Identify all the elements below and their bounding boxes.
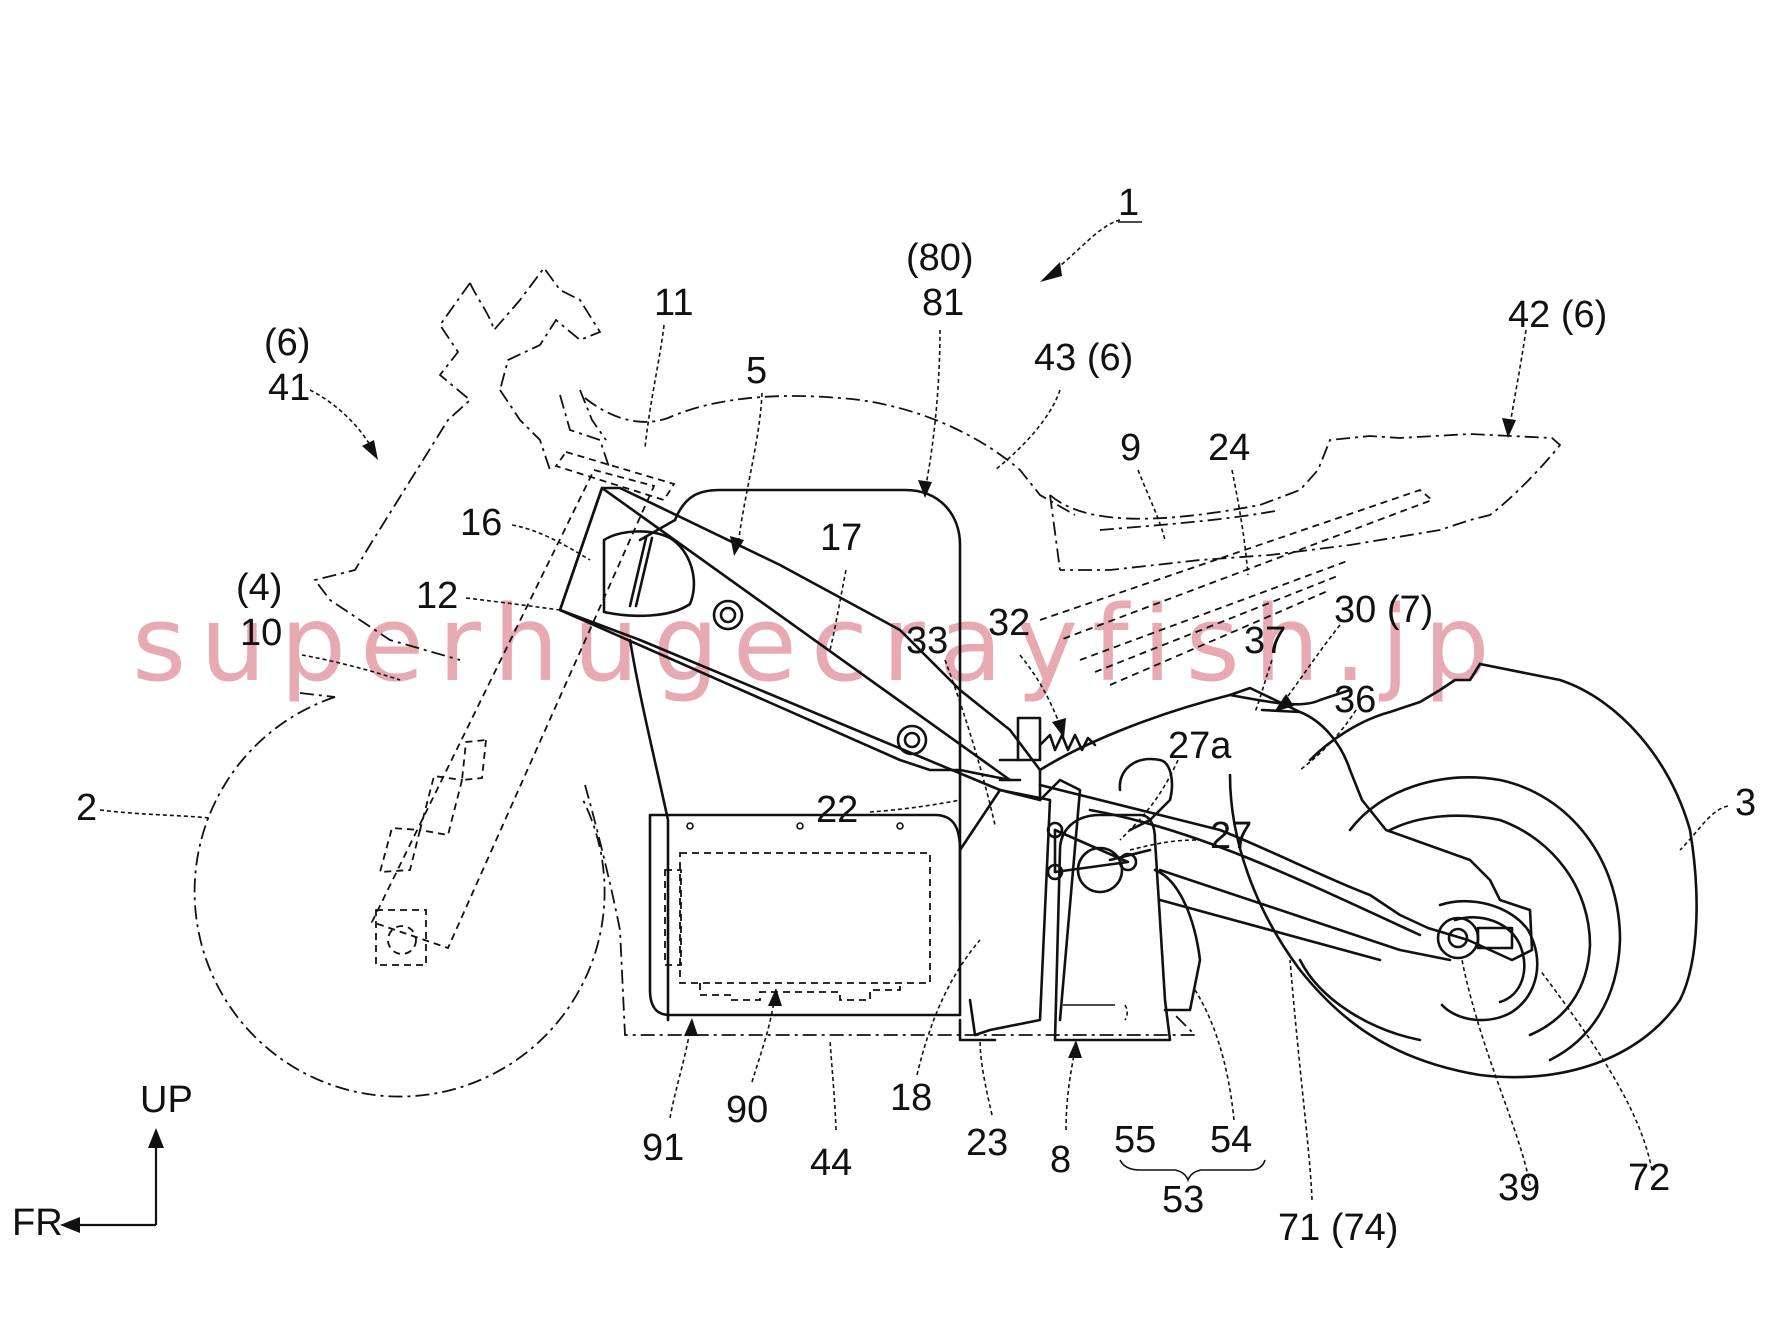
label-54: 54 bbox=[1210, 1119, 1252, 1161]
label-12: 12 bbox=[416, 575, 458, 617]
battery-case bbox=[638, 488, 962, 922]
label-55: 55 bbox=[1114, 1119, 1156, 1161]
label-9: 9 bbox=[1120, 427, 1141, 469]
label-27: 27 bbox=[1210, 815, 1252, 857]
label-80: (80) bbox=[906, 237, 974, 279]
front-fork bbox=[370, 450, 676, 966]
label-27a: 27a bbox=[1168, 725, 1232, 767]
rear-cushion bbox=[998, 716, 1097, 782]
label-36: 36 bbox=[1334, 679, 1376, 721]
leader-lines bbox=[99, 219, 1729, 1201]
front-label: FR bbox=[12, 1202, 63, 1244]
label-81: 81 bbox=[922, 282, 964, 324]
front-cowl bbox=[313, 266, 602, 661]
label-8: 8 bbox=[1050, 1139, 1071, 1181]
label-71: 71 (74) bbox=[1278, 1207, 1398, 1249]
pivot-plate bbox=[958, 778, 1082, 1042]
label-4: (4) bbox=[236, 567, 282, 609]
drive-chain bbox=[1158, 868, 1452, 962]
label-16: 16 bbox=[460, 502, 502, 544]
motor-unit bbox=[1053, 813, 1202, 1042]
up-arrow-icon bbox=[148, 1128, 164, 1148]
label-91: 91 bbox=[642, 1127, 684, 1169]
watermark-text: superhugecrayfish.jp bbox=[132, 583, 1504, 705]
rear-seat-cowl bbox=[1039, 433, 1562, 686]
label-33: 33 bbox=[906, 620, 948, 662]
reference-labels: 1 (80) 81 11 5 (6) 41 43 (6) 42 (6) 9 24… bbox=[76, 182, 1756, 1249]
label-42: 42 (6) bbox=[1508, 294, 1607, 336]
label-17: 17 bbox=[820, 517, 862, 559]
front-wheel bbox=[193, 692, 606, 1098]
label-11: 11 bbox=[654, 282, 693, 324]
label-53: 53 bbox=[1162, 1179, 1204, 1221]
label-30: 30 (7) bbox=[1334, 589, 1433, 631]
label-43: 43 (6) bbox=[1034, 337, 1133, 379]
main-frame bbox=[558, 486, 1042, 1022]
direction-indicator: UP FR bbox=[12, 1079, 193, 1244]
label-32: 32 bbox=[988, 602, 1030, 644]
link-mechanism bbox=[1046, 757, 1174, 881]
label-72: 72 bbox=[1628, 1157, 1670, 1199]
label-24: 24 bbox=[1208, 427, 1250, 469]
label-18: 18 bbox=[890, 1077, 932, 1119]
label-41: 41 bbox=[268, 367, 310, 409]
label-39: 39 bbox=[1498, 1167, 1540, 1209]
label-1: 1 bbox=[1118, 182, 1139, 224]
front-arrow-icon bbox=[60, 1217, 80, 1233]
label-10: 10 bbox=[240, 612, 282, 654]
label-3: 3 bbox=[1735, 782, 1756, 824]
label-22: 22 bbox=[816, 789, 858, 831]
label-2: 2 bbox=[76, 787, 97, 829]
label-5: 5 bbox=[746, 350, 767, 392]
label-44: 44 bbox=[810, 1142, 852, 1184]
rear-wheel bbox=[1228, 662, 1698, 1079]
up-label: UP bbox=[140, 1079, 193, 1121]
label-90: 90 bbox=[726, 1089, 768, 1131]
under-cover bbox=[584, 784, 1198, 1036]
label-6-front: (6) bbox=[264, 322, 310, 364]
label-37: 37 bbox=[1244, 620, 1286, 662]
battery-box bbox=[648, 813, 962, 1017]
body-cover bbox=[559, 389, 1076, 516]
label-23: 23 bbox=[966, 1122, 1008, 1164]
